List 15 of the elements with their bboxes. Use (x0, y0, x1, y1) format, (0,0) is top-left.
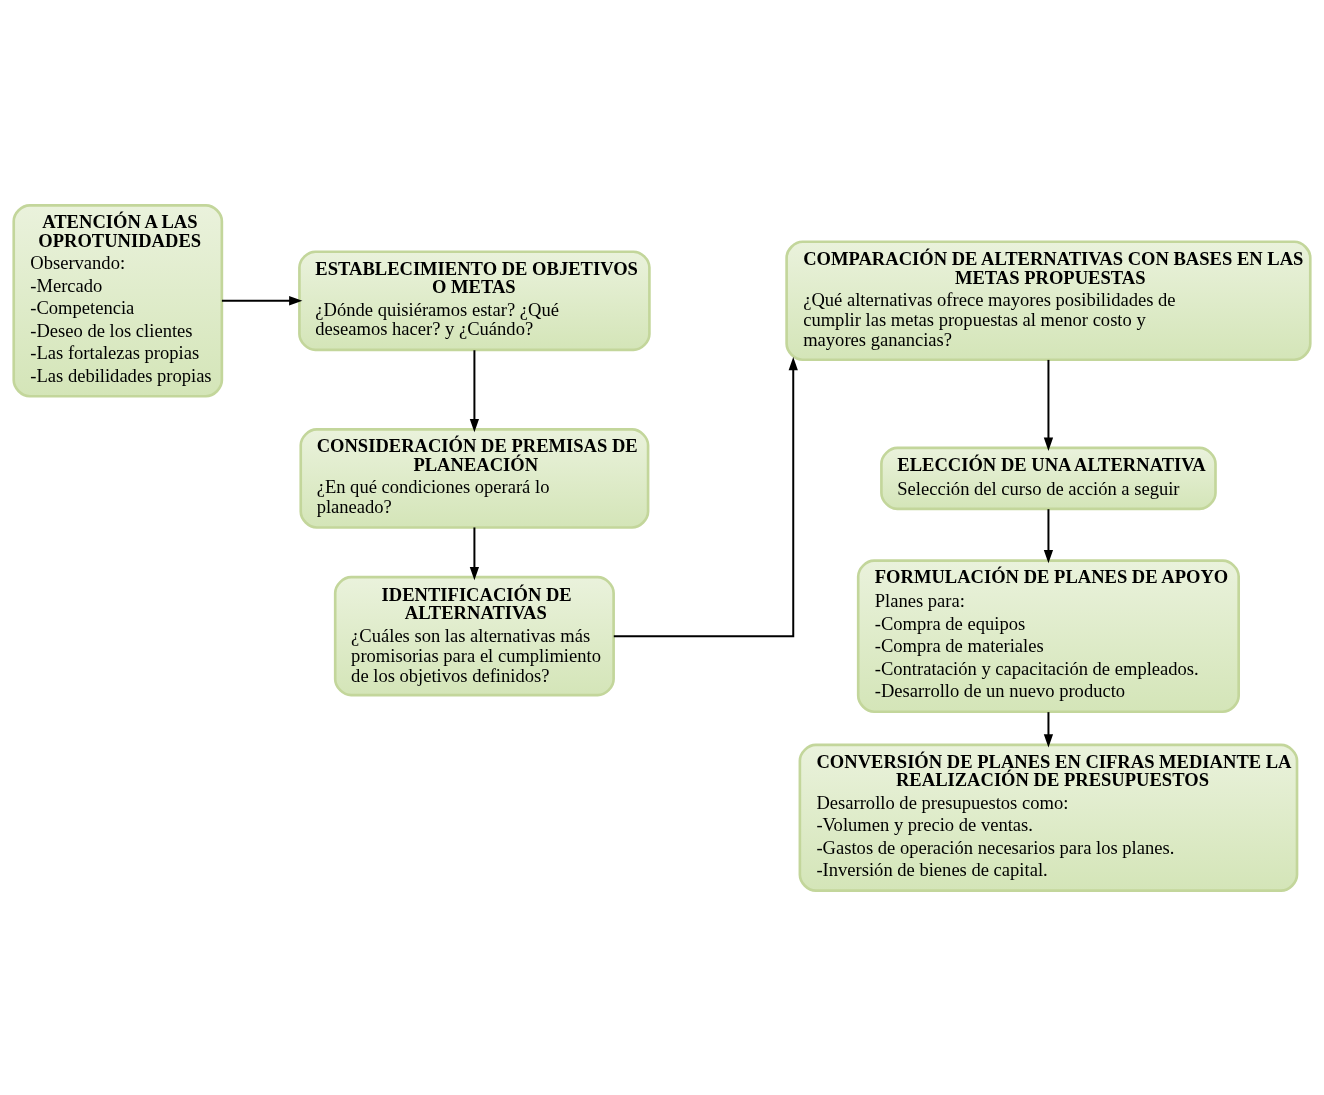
node-box: CONVERSIÓN DE PLANES EN CIFRAS MEDIANTE LA REALIZACIÓN DE PRESUPUESTOS Desarrollo de presupuestos como: -Volumen y precio de ventas. -Gastos de operación necesarios para los planes. -Inversión de bienes de capital. (798, 743, 1299, 892)
arrow (1043, 710, 1054, 747)
arrow (1043, 358, 1054, 451)
node-box: FORMULACIÓN DE PLANES DE APOYO Planes para: -Compra de equipos -Compra de materiales -Contratación y capacitación de empleados. -Desarrollo de un nuevo producto (856, 558, 1240, 713)
node-box: COMPARACIÓN DE ALTERNATIVAS CON BASES EN LAS METAS PROPUESTAS ¿Qué alternativas ofrece mayores posibilidades de cumplir las metas propuestas al menor costo y mayores ganancias? (785, 239, 1312, 361)
arrow (469, 348, 480, 432)
node-box: IDENTIFICACIÓN DE ALTERNATIVAS ¿Cuáles son las alternativas más promisorias para el cumplimiento de los objetivos definidos? (333, 575, 615, 696)
arrow (469, 525, 480, 580)
node-box: ATENCIÓN A LAS OPROTUNIDADES Observando: -Mercado -Competencia -Deseo de los clientes -Las fortalezas propias -Las debilidades propias (12, 203, 224, 398)
node-box: CONSIDERACIÓN DE PREMISAS DE PLANEACIÓN ¿En qué condiciones operará lo planeado? (299, 427, 650, 529)
node-box: ELECCIÓN DE UNA ALTERNATIVA Selección del curso de acción a seguir (880, 446, 1217, 510)
arrow (220, 295, 303, 305)
node-box: ESTABLECIMIENTO DE OBJETIVOS O METAS ¿Dónde quisiéramos estar? ¿Qué deseamos hacer? y ¿Cuándo? (298, 249, 651, 351)
arrow (1043, 507, 1054, 563)
arrow (612, 356, 798, 637)
